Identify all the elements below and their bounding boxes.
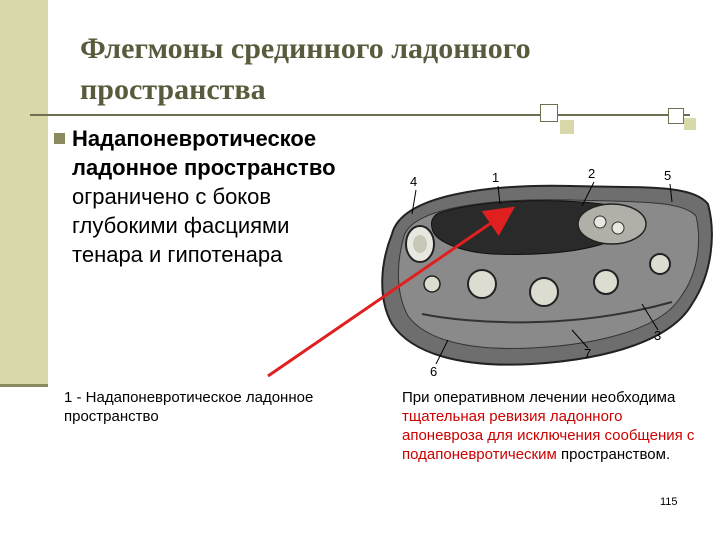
figure-label: 1 (492, 170, 499, 185)
figure-label: 6 (430, 364, 437, 379)
decor-square (684, 118, 696, 130)
figure-label: 4 (410, 174, 417, 189)
bullet-square-icon (54, 133, 65, 144)
bullet-text: Надапоневротическое ладонное пространств… (72, 124, 412, 269)
bullet-line: тенара и гипотенара (72, 242, 283, 267)
anatomy-illustration: 1 2 3 4 5 6 7 (381, 166, 713, 379)
tendon (593, 269, 619, 295)
decor-square (560, 120, 574, 134)
left-accent-bar (0, 0, 48, 384)
note-text-end: пространством. (556, 446, 671, 463)
figure-label: 7 (584, 346, 591, 361)
title-divider (30, 114, 690, 116)
bullet-bold-line: Надапоневротическое (72, 126, 317, 151)
surgical-note: При оперативном лечении необходима тщате… (402, 388, 702, 464)
bullet-line: глубокими фасциями (72, 213, 290, 238)
note-highlight: тщательная ревизия ладонного апоневроза … (402, 408, 695, 463)
slide-title: Флегмоны срединного ладонного пространст… (80, 32, 531, 106)
figure-label: 2 (588, 166, 595, 181)
tendon (649, 253, 671, 275)
tendon (467, 269, 497, 299)
tendon (529, 277, 559, 307)
tendon (423, 275, 441, 293)
left-accent-underline (0, 384, 48, 387)
figure-caption: 1 - Надапоневротическое ладонное простра… (64, 389, 314, 425)
decor-square (540, 104, 558, 122)
bullet-line: ограничено с боков (72, 184, 272, 209)
bullet-bold-line: ладонное пространство (72, 155, 336, 180)
tendon-group (577, 203, 647, 245)
note-text: При оперативном лечении необходима (402, 389, 676, 406)
page-number: 115 (660, 496, 678, 508)
decor-square (668, 108, 684, 124)
figure-label: 5 (664, 168, 671, 183)
figure-label: 3 (654, 328, 661, 343)
